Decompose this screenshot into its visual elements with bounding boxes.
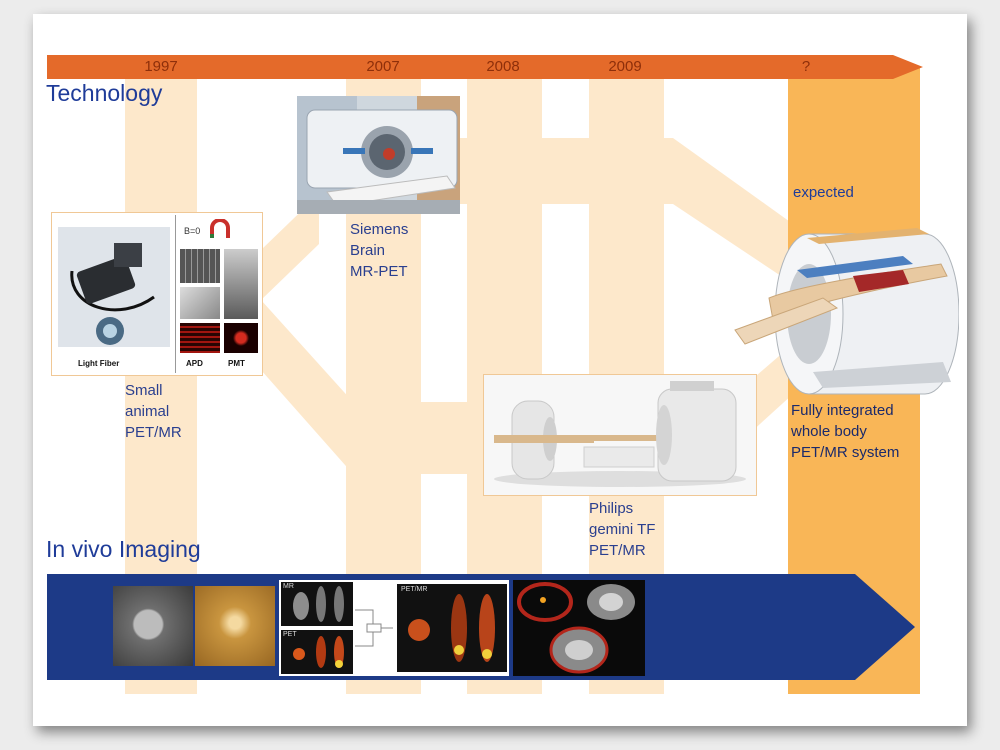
pet-mr-label: PET/MR xyxy=(401,586,428,593)
technology-flow-paths xyxy=(261,138,793,474)
pet-label: PET xyxy=(283,631,297,638)
milestone-philips-label: Philips gemini TF PET/MR xyxy=(589,500,656,559)
expected-label: expected xyxy=(793,184,854,201)
panel-divider xyxy=(175,215,176,373)
light-fiber-caption: Light Fiber xyxy=(78,359,120,368)
pmt-photo xyxy=(224,249,258,319)
svg-text:B=0: B=0 xyxy=(184,226,200,236)
arrow-right-icon xyxy=(47,55,923,79)
flow-siemens-to-expected xyxy=(460,138,793,284)
flow-small-to-siemens xyxy=(261,194,319,300)
pmt-flood-image xyxy=(224,323,258,353)
philips-scanner-image xyxy=(483,374,757,496)
apd-array-photo xyxy=(180,249,220,283)
pet-slice-image xyxy=(281,630,353,674)
apd-chip-photo xyxy=(180,287,220,319)
fusion-connector xyxy=(355,609,393,647)
mr-label: MR xyxy=(283,583,294,590)
detector-panel: Light Fiber B=0 APD PMT xyxy=(51,212,263,376)
siemens-scanner-photo xyxy=(297,96,460,214)
integrated-scanner-illustration xyxy=(734,228,959,395)
year-label: 2009 xyxy=(608,58,642,75)
timeline-arrow xyxy=(47,55,923,79)
pmt-caption: PMT xyxy=(228,359,245,368)
pet-mr-fusion-panel: MR PET PET/MR xyxy=(279,580,509,676)
milestone-siemens-label: Siemens Brain MR-PET xyxy=(350,221,409,280)
scanner-icon xyxy=(297,96,460,214)
brain-pet-mr-panel xyxy=(513,580,645,676)
small-animal-pet-image xyxy=(195,586,275,666)
apd-flood-image xyxy=(180,323,220,353)
section-title-technology: Technology xyxy=(46,80,163,106)
year-label: 1997 xyxy=(144,58,178,75)
light-fiber-photo xyxy=(58,227,170,347)
year-label: 2007 xyxy=(366,58,400,75)
flow-small-to-philips xyxy=(261,300,483,474)
section-title-in-vivo: In vivo Imaging xyxy=(46,536,201,562)
magnet-ring-icon: B=0 xyxy=(184,219,230,238)
slide: 1997 2007 2008 2009 ? Technology Siemens… xyxy=(33,14,967,726)
apd-caption: APD xyxy=(186,359,203,368)
flow-philips-to-expected xyxy=(749,344,793,434)
mr-slice-image xyxy=(281,582,353,626)
year-label: ? xyxy=(801,58,811,75)
pet-mr-fused-image xyxy=(397,584,507,672)
milestone-small-animal-label: Small animal PET/MR xyxy=(125,382,182,441)
small-animal-mr-image xyxy=(113,586,193,666)
year-label: 2008 xyxy=(486,58,520,75)
milestone-integrated-label: Fully integrated whole body PET/MR syste… xyxy=(791,402,900,461)
